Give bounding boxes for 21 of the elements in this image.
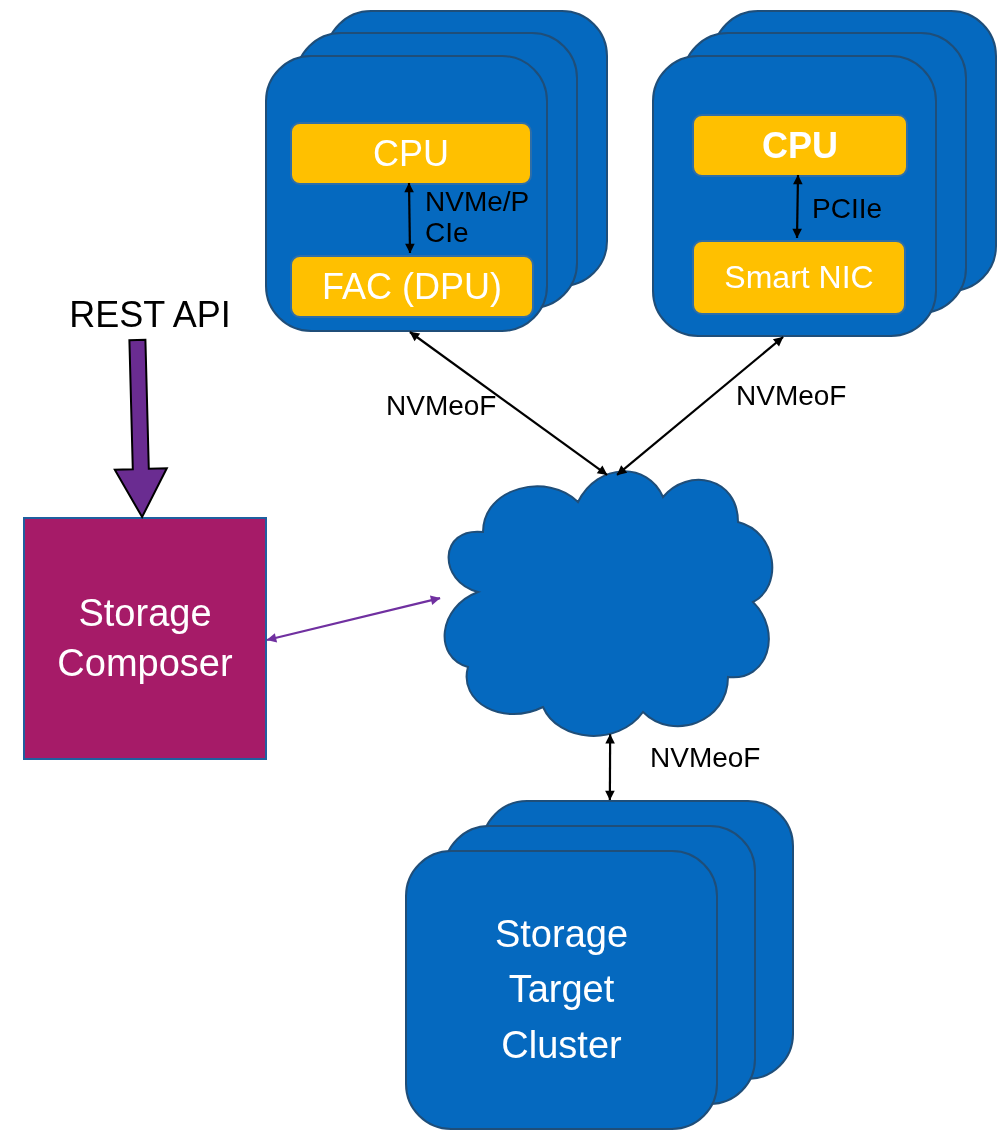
connector-arrow (266, 595, 441, 643)
connector-arrow (616, 336, 784, 476)
card-title: Storage Target Cluster (493, 912, 630, 1068)
api-label: REST API (69, 294, 231, 336)
server-card (652, 55, 937, 337)
component-box: Smart NIC (692, 240, 906, 315)
component-box: FAC (DPU) (290, 255, 534, 318)
composer-box: Storage Composer (23, 517, 267, 760)
edge-label: PCIIe (812, 193, 883, 225)
edge-label: NVMeoF (386, 390, 497, 422)
connector-arrow (409, 331, 608, 476)
server-card (265, 55, 548, 332)
component-box: CPU (692, 114, 908, 177)
edge-label: NVMeoF (650, 742, 761, 774)
connector-arrow (605, 733, 615, 801)
component-box: CPU (290, 122, 532, 185)
block-arrow (113, 338, 169, 520)
connector-arrow (792, 174, 803, 239)
edge-label: NVMeoF (736, 380, 847, 412)
edge-label: NVMe/PCIe (425, 186, 531, 249)
connector-arrow (404, 182, 415, 254)
